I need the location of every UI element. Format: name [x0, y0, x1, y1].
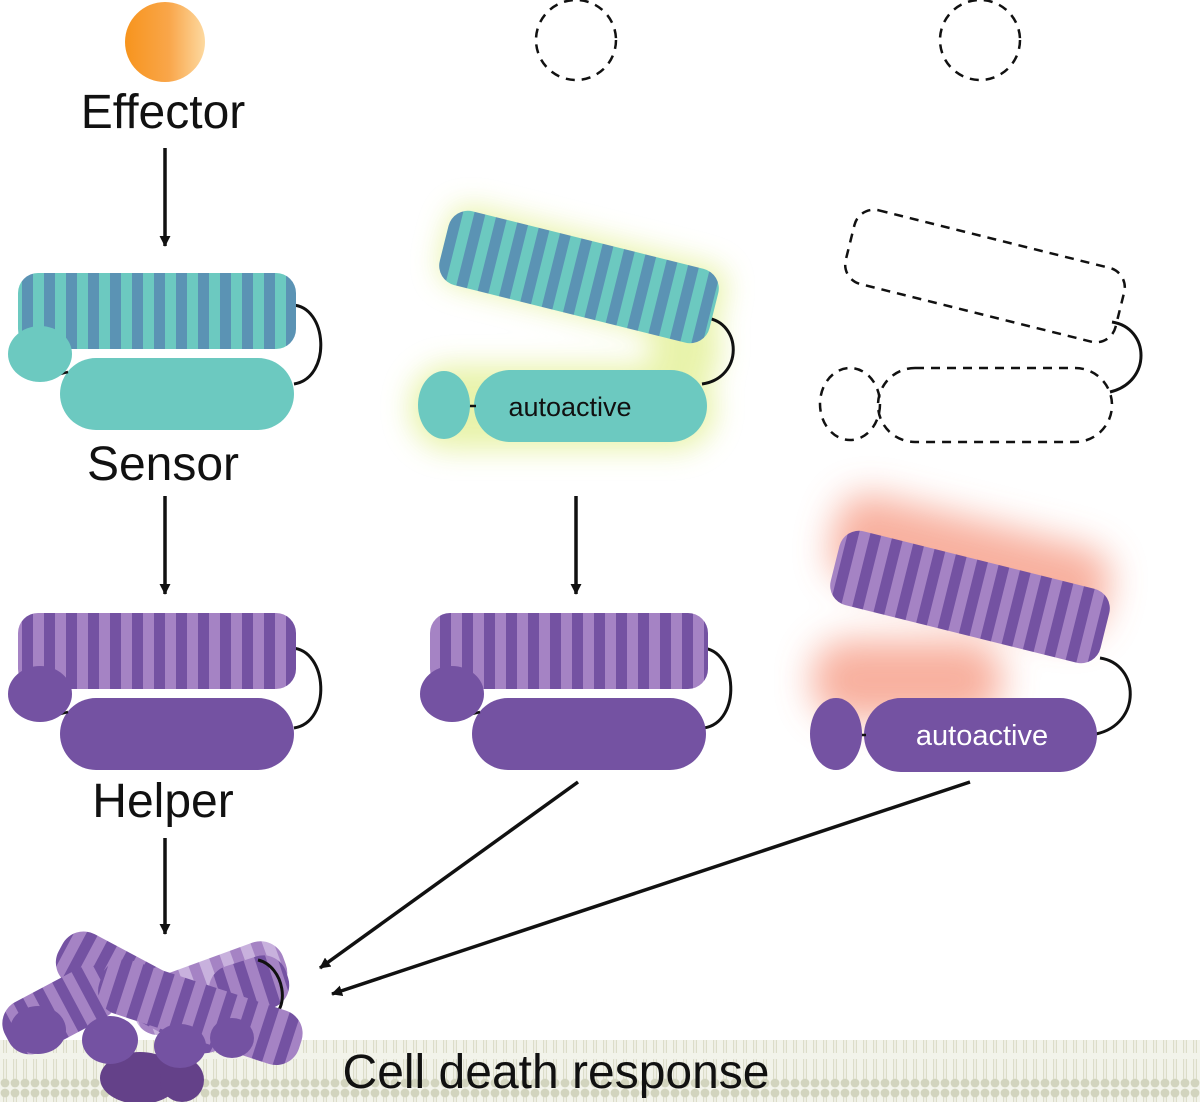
autoactive-sensor-linker [701, 316, 735, 386]
helper-protein [8, 613, 323, 770]
helper-cc-domain [8, 666, 72, 722]
arrow-autoactive-helper-to-resistosome [331, 780, 971, 997]
sensor-linker [291, 303, 323, 386]
sensor-protein [8, 273, 323, 430]
autoactive-helper-linker [1095, 656, 1132, 736]
sensor-lrr-domain [18, 273, 296, 349]
absent-effector-circle-3 [938, 0, 1022, 82]
autoactive-helper-lrr-domain [830, 530, 1110, 664]
resistosome-cc-4 [210, 1018, 254, 1058]
helper-protein-2 [420, 613, 733, 770]
absent-sensor-linker [1109, 320, 1143, 394]
helper-label: Helper [92, 775, 233, 828]
resistosome-pore [100, 1052, 180, 1102]
autoactive-helper-cc-domain [810, 698, 862, 770]
resistosome-pore-2 [160, 1058, 204, 1102]
helper-2-nb-domain [472, 698, 706, 770]
resistosome-cc-3 [154, 1024, 206, 1068]
autoactive-sensor: autoactive [410, 206, 735, 450]
absent-sensor-outline [818, 208, 1143, 444]
autoactive-sensor-cc-domain [418, 371, 470, 439]
resistosome-complex [2, 931, 303, 1102]
autoactive-helper: autoactive [810, 493, 1132, 772]
absent-effector-circle-2 [534, 0, 618, 82]
autoactive-helper-label: autoactive [916, 720, 1048, 752]
helper-2-cc-domain [420, 666, 484, 722]
absent-sensor-lrr-outline [843, 208, 1127, 344]
cell-death-label: Cell death response [343, 1046, 770, 1099]
sensor-label: Sensor [87, 438, 239, 491]
helper-lrr-domain [18, 613, 296, 689]
autoactive-sensor-nb-domain [474, 370, 707, 442]
autoactive-sensor-label: autoactive [508, 392, 631, 422]
helper-2-linker [701, 646, 733, 730]
helper-linker [291, 646, 323, 730]
resistosome-cc-1 [10, 1006, 66, 1054]
absent-sensor-nb-outline [876, 366, 1114, 444]
sensor-cc-domain [8, 326, 72, 382]
sensor-nb-domain [60, 358, 294, 430]
helper-nb-domain [60, 698, 294, 770]
absent-sensor-cc-outline [818, 366, 882, 442]
effector-circle [125, 2, 205, 82]
autoactive-helper-nb-domain [864, 698, 1097, 772]
helper-2-lrr-domain [430, 613, 708, 689]
effector-label: Effector [81, 86, 246, 139]
arrow-helper2-to-resistosome [318, 780, 580, 970]
autoactive-sensor-lrr-domain [439, 210, 719, 344]
resistosome-cc-2 [82, 1016, 138, 1064]
